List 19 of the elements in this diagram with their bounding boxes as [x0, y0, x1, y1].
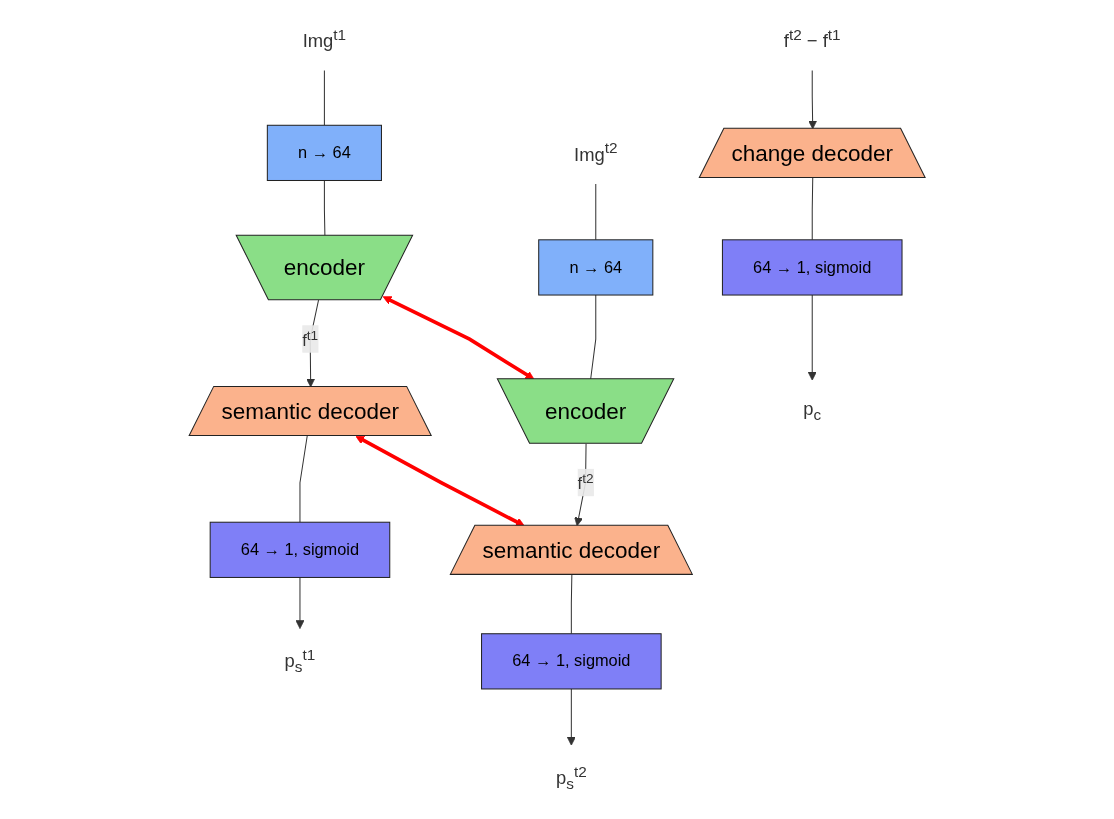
arrow	[807, 294, 817, 381]
node-text: f$^{t2}$ − f$^{t1}$	[783, 25, 841, 52]
node-text: Img$^{t1}$	[302, 25, 346, 52]
connector	[811, 177, 814, 241]
node-box: 64 → 1, sigmoid	[480, 633, 662, 690]
connector	[299, 435, 308, 523]
connector	[595, 183, 597, 241]
edge-label: f$^{t2}$	[577, 470, 594, 493]
node-box: 64 → 1, sigmoid	[721, 239, 903, 296]
node-box: 64 → 1, sigmoid	[209, 521, 391, 578]
node-box: n → 64	[538, 239, 654, 296]
node-box: n → 64	[266, 124, 382, 181]
edge-label: f$^{t1}$	[302, 327, 318, 350]
arrow	[295, 576, 305, 629]
node-text: Img$^{t2}$	[573, 139, 618, 165]
node-text: p$_{c}$	[803, 398, 822, 423]
connector	[570, 574, 573, 635]
arrow	[566, 688, 576, 746]
connector	[323, 70, 325, 126]
